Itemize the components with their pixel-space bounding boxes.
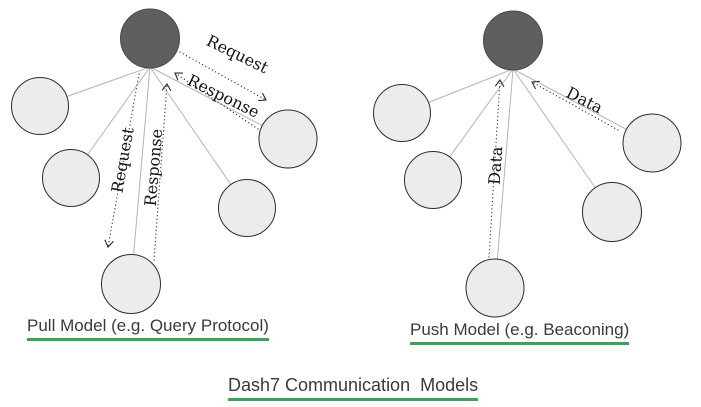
pull-request-vertical-label: Request: [107, 125, 137, 194]
pull-end-node-upper-left: [11, 77, 69, 135]
push-spoke-bottom: [494, 68, 514, 289]
pull-response-diagonal-label: Response: [184, 71, 262, 122]
pull-end-node-right: [258, 109, 318, 169]
pull-response-arrow-from-bottom-node: [153, 83, 172, 261]
push-data-arrow-from-bottom-node: [488, 79, 505, 258]
push-data-diagonal-label: Data: [563, 83, 606, 118]
push-data-arrow-from-right-node: [531, 80, 619, 131]
push-end-node-upper-left: [373, 84, 431, 142]
figure-title: Dash7 Communication Models: [228, 375, 479, 401]
pull-model-caption: Pull Model (e.g. Query Protocol): [27, 316, 269, 341]
pull-end-node-bottom: [101, 254, 161, 314]
push-model-caption: Push Model (e.g. Beaconing): [410, 320, 630, 345]
pull-response-vertical-label: Response: [141, 128, 167, 207]
push-end-node-right: [622, 113, 682, 173]
pull-hub-node: [120, 8, 180, 69]
pull-spoke-bottom: [130, 66, 151, 285]
push-end-node-mid-left: [404, 151, 462, 209]
pull-request-arrow-to-bottom-node: [104, 73, 140, 248]
push-end-node-bottom: [465, 258, 525, 318]
pull-request-arrow-to-right-node: [179, 51, 267, 102]
pull-end-node-mid-left: [42, 149, 100, 207]
pull-request-diagonal-label: Request: [204, 31, 272, 77]
push-data-vertical-label: Data: [485, 145, 507, 185]
push-hub-node: [483, 10, 543, 71]
push-model-diagram: Data Data: [373, 10, 682, 318]
push-end-node-lower-right: [582, 182, 642, 242]
pull-end-node-lower-right: [218, 179, 276, 237]
pull-model-diagram: Request Response Request Response: [11, 8, 318, 314]
